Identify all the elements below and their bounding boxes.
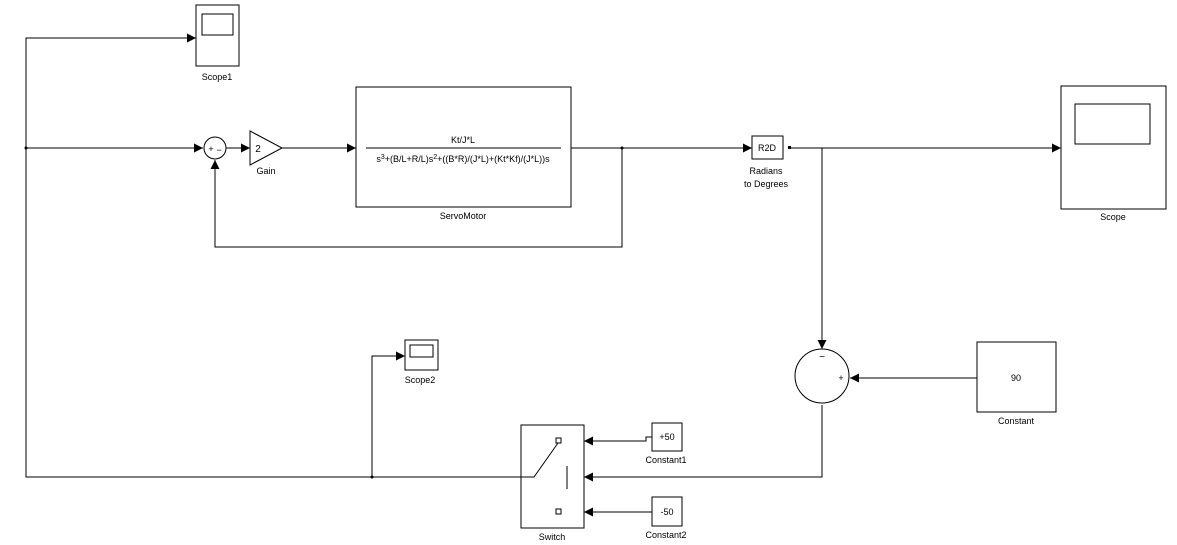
sum1-minus-sign: − — [216, 145, 221, 155]
constant1-label: Constant1 — [645, 455, 686, 465]
scope2-block[interactable]: Scope2 — [404, 339, 439, 385]
scope-label: Scope — [1100, 212, 1126, 222]
scope2-label: Scope2 — [405, 375, 436, 385]
switch-input1-port-icon — [555, 437, 562, 444]
sum1-block[interactable]: + − — [203, 136, 227, 160]
constant1-value: +50 — [659, 432, 674, 442]
r2d-text: R2D — [758, 143, 777, 153]
constant2-block[interactable]: -50 Constant2 — [645, 496, 687, 540]
sum1-plus-sign: + — [208, 144, 213, 154]
scope1-label: Scope1 — [202, 72, 233, 82]
switch-input3-port-icon — [555, 508, 562, 515]
signal-constant1-to-switch[interactable] — [584, 436, 652, 446]
servomotor-denominator: s3+(B/L+R/L)s2+((B*R)/(J*L)+(Kt*Kf)/(J*L… — [376, 154, 550, 164]
constant-label: Constant — [998, 416, 1035, 426]
sum2-minus-sign: − — [819, 352, 825, 363]
gain-value: 2 — [255, 144, 261, 155]
constant-block[interactable]: 90 Constant — [976, 341, 1057, 426]
switch-block[interactable]: Switch — [520, 424, 585, 542]
sum2-block[interactable]: − + — [794, 348, 850, 404]
signal-feedback-to-sum1[interactable] — [210, 148, 623, 248]
scope-screen-icon — [201, 13, 234, 36]
r2d-block[interactable]: R2D Radians to Degrees — [744, 135, 791, 189]
switch-lever-icon — [521, 442, 559, 478]
branch-point — [24, 146, 28, 150]
servomotor-block[interactable]: Kt/J*L s3+(B/L+R/L)s2+((B*R)/(J*L)+(Kt*K… — [355, 86, 572, 221]
gain-block[interactable]: 2 Gain — [249, 130, 284, 176]
constant1-block[interactable]: +50 Constant1 — [645, 422, 687, 465]
scope-block[interactable]: Scope — [1060, 85, 1167, 222]
scope-screen-icon — [1074, 103, 1151, 145]
sum2-plus-sign: + — [838, 373, 843, 383]
constant-value: 90 — [1011, 373, 1021, 383]
branch-point — [620, 146, 624, 150]
switch-label: Switch — [539, 532, 566, 542]
constant2-label: Constant2 — [645, 530, 686, 540]
signal-switch-to-scope1[interactable] — [25, 33, 542, 478]
branch-point — [370, 475, 374, 479]
signal-branch-to-scope2[interactable] — [371, 351, 405, 477]
servomotor-numerator: Kt/J*L — [451, 135, 475, 145]
scope1-block[interactable]: Scope1 — [195, 4, 240, 82]
r2d-label-line2: to Degrees — [744, 179, 789, 189]
gain-label: Gain — [256, 166, 275, 176]
scope-screen-icon — [409, 344, 434, 358]
constant2-value: -50 — [660, 507, 673, 517]
servomotor-label: ServoMotor — [440, 211, 487, 221]
signal-lines — [24, 33, 1061, 517]
signal-sum2-to-switch[interactable] — [584, 405, 823, 482]
r2d-label-line1: Radians — [749, 166, 783, 176]
output-port — [788, 146, 791, 149]
